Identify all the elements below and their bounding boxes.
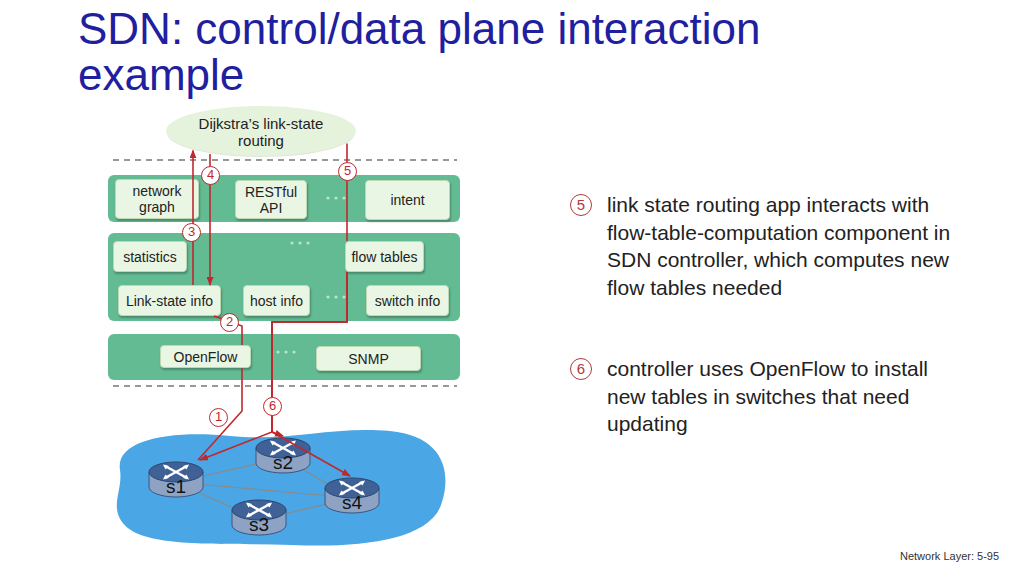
callout-number: 5 (338, 162, 357, 181)
protocol-box: OpenFlow (160, 345, 251, 368)
node-text: SNMP (348, 351, 388, 367)
component-box: switch info (366, 285, 449, 316)
switch-icon: s4 (323, 476, 381, 516)
dashed-separator (113, 159, 457, 160)
node-text: statistics (123, 249, 177, 265)
node-text: Link-state info (126, 293, 213, 309)
step-text: controller uses OpenFlow to install new … (607, 355, 937, 438)
callout-number: 1 (209, 408, 228, 427)
callout-number: 4 (201, 166, 220, 185)
component-box: flow tables (345, 241, 424, 272)
callout-number: 3 (182, 223, 201, 242)
node-text: Dijkstra’s link-state routing (181, 115, 341, 149)
callout-number: 6 (263, 397, 282, 416)
step-number: 5 (570, 194, 592, 216)
node-text: RESTful API (239, 184, 303, 216)
component-box: Link-state info (118, 285, 221, 316)
component-box: network graph (115, 179, 199, 219)
node-text: s3 (230, 514, 288, 536)
component-box: RESTful API (235, 180, 307, 219)
component-box: intent (365, 180, 450, 220)
slide-footer: Network Layer: 5-95 (900, 550, 999, 562)
component-box: statistics (113, 241, 187, 272)
app-ellipse: Dijkstra’s link-state routing (165, 106, 357, 158)
node-text: network graph (119, 183, 195, 215)
node-text: s1 (147, 476, 205, 498)
node-text: flow tables (351, 249, 417, 265)
node-text: host info (250, 293, 303, 309)
switch-icon: s2 (254, 436, 312, 476)
dashed-separator (113, 385, 457, 386)
step-number: 6 (570, 358, 592, 380)
app-layer-band: network graph RESTful API intent (108, 175, 460, 222)
node-text: intent (390, 192, 424, 208)
control-arrow (198, 368, 242, 460)
state-layer-band: statistics flow tablesLink-state info host… (108, 233, 460, 321)
network-cloud (117, 430, 446, 546)
protocol-layer-band: OpenFlow SNMP (108, 334, 460, 380)
protocol-box: SNMP (316, 346, 421, 371)
switch-icon: s1 (147, 460, 205, 500)
slide-title: SDN: control/data plane interaction exam… (78, 6, 868, 98)
node-text: switch info (375, 293, 440, 309)
step-text: link state routing app interacts with fl… (607, 191, 957, 301)
callout-number: 2 (220, 313, 239, 332)
component-box: host info (243, 285, 310, 316)
node-text: s4 (323, 492, 381, 514)
node-text: s2 (254, 452, 312, 474)
switch-icon: s3 (230, 498, 288, 538)
node-text: OpenFlow (174, 349, 238, 365)
